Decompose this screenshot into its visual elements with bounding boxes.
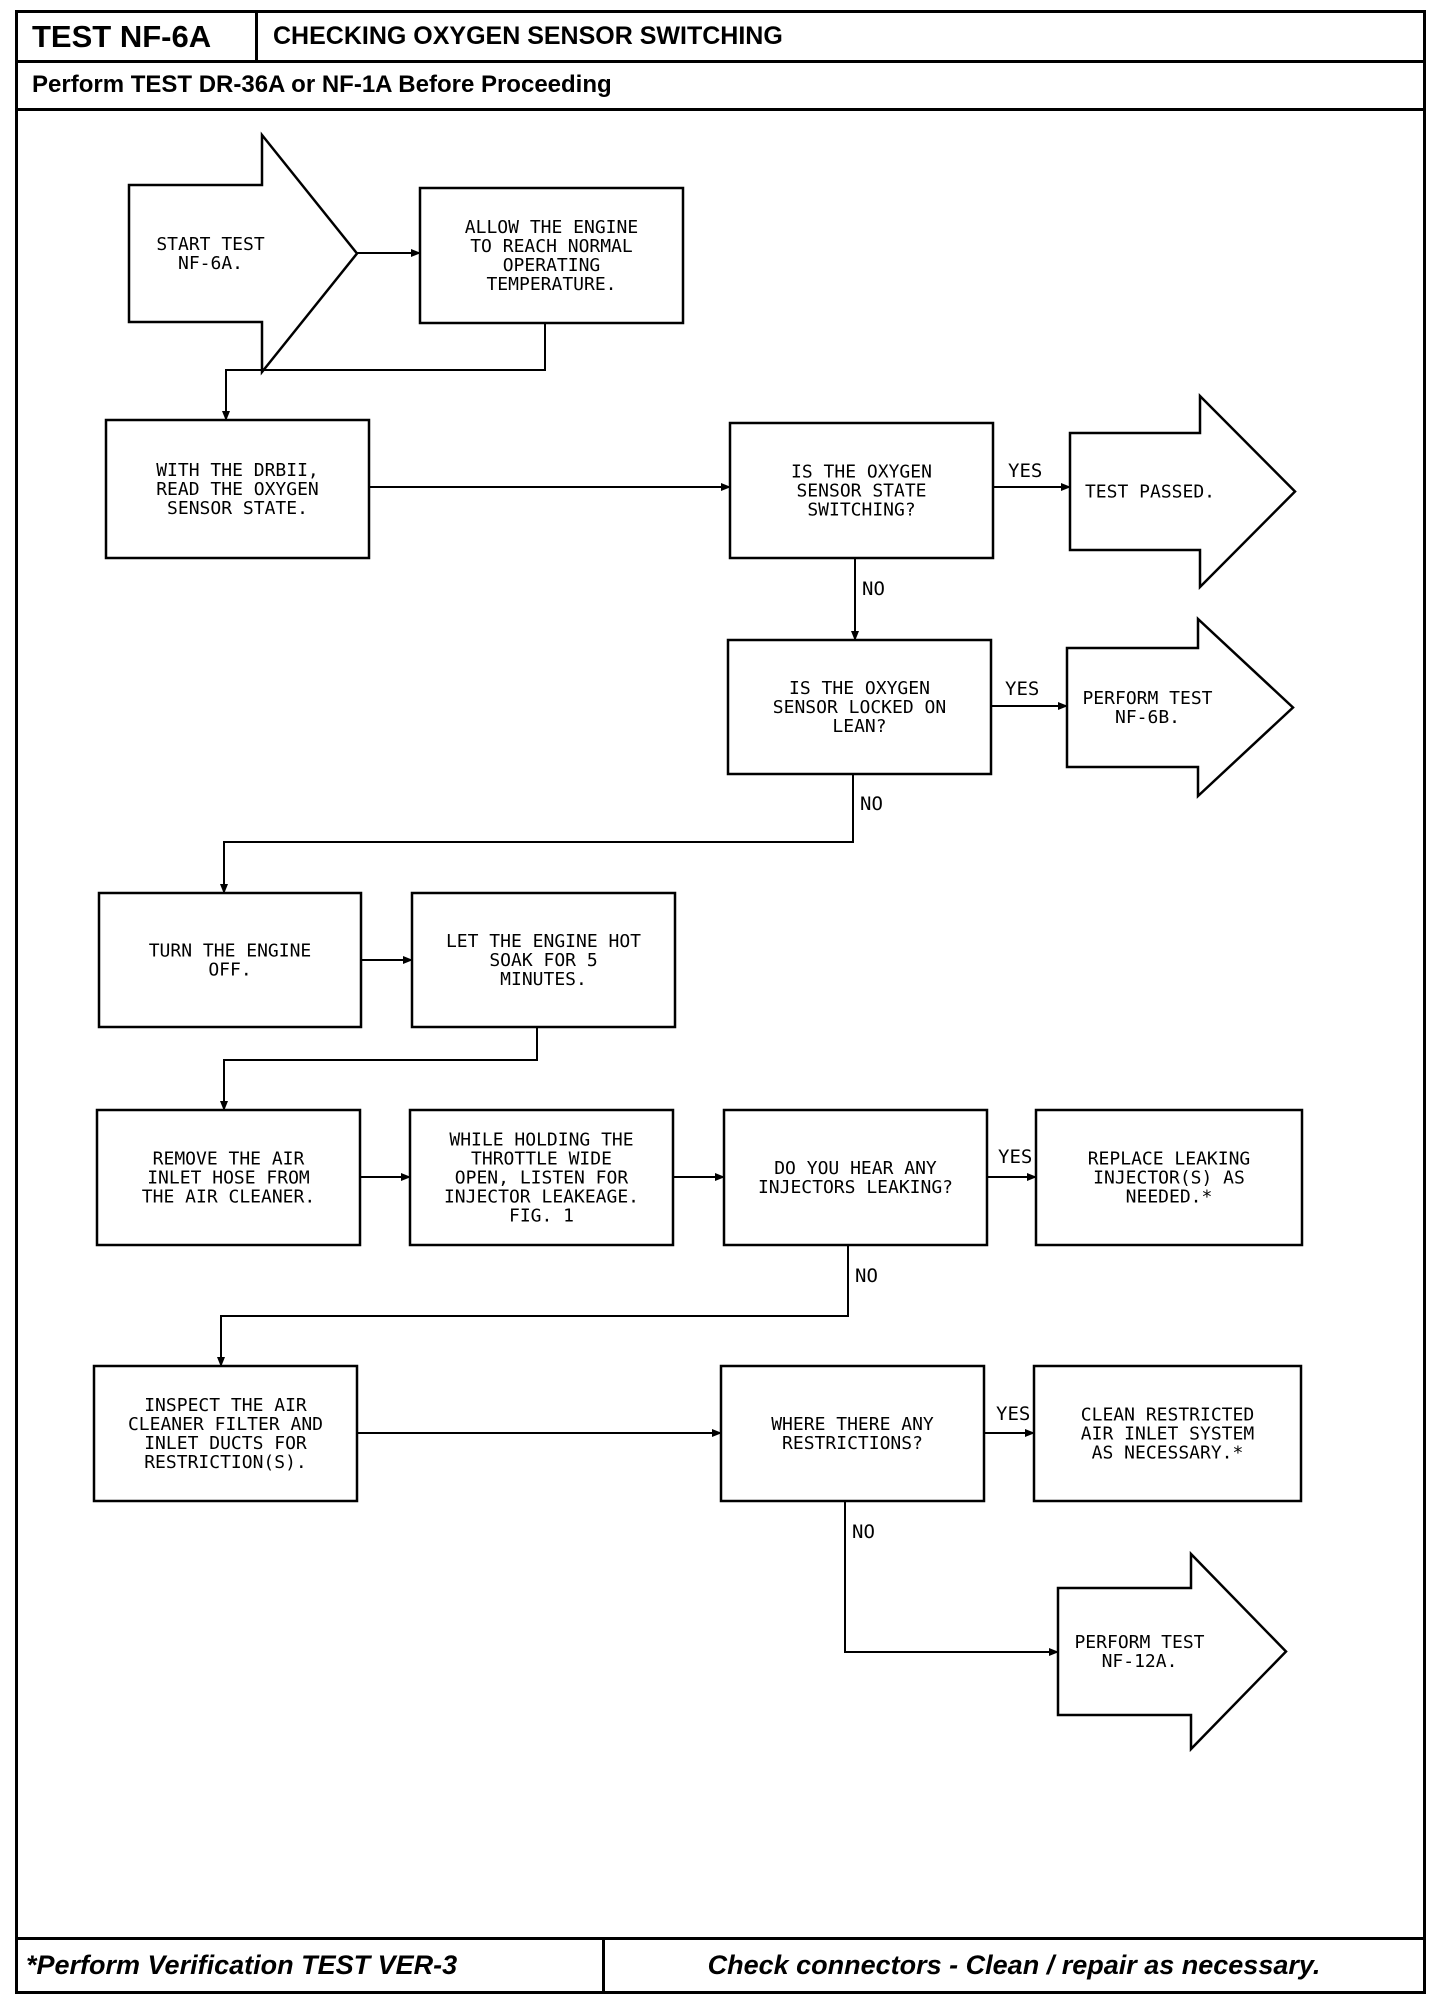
start-test-arrow xyxy=(127,131,359,376)
arrow-no-to-nf12a xyxy=(844,1501,1059,1656)
label-no-restrictions: NO xyxy=(852,1521,875,1543)
arrow-no-to-inspect xyxy=(217,1245,849,1367)
prerequisite-note: Perform TEST DR-36A or NF-1A Before Proc… xyxy=(18,63,1423,111)
footer-connector-note: Check connectors - Clean / repair as nec… xyxy=(707,1950,1321,1980)
test-passed-arrow-text: TEST PASSED. xyxy=(1085,482,1215,503)
header: TEST NF-6A CHECKING OXYGEN SENSOR SWITCH… xyxy=(18,13,1423,63)
label-no-switching: NO xyxy=(862,578,885,600)
footer: *Perform Verification TEST VER-3 Check c… xyxy=(18,1937,1423,1991)
read-sensor-box xyxy=(104,418,371,560)
test-title: CHECKING OXYGEN SENSOR SWITCHING xyxy=(273,22,783,50)
perform-nf12a-arrow xyxy=(1056,1550,1288,1753)
arrow-soak-to-remove xyxy=(220,1027,538,1111)
arrow-no-to-engine-off xyxy=(220,774,854,894)
label-no-lean: NO xyxy=(860,793,883,815)
label-yes-restrictions: YES xyxy=(996,1403,1030,1425)
label-no-leaking: NO xyxy=(855,1265,878,1287)
worksheet: TEST NF-6A CHECKING OXYGEN SENSOR SWITCH… xyxy=(15,10,1426,1994)
label-yes-leaking: YES xyxy=(998,1146,1032,1168)
perform-nf6b-arrow xyxy=(1065,616,1295,799)
footer-verification-note: *Perform Verification TEST VER-3 xyxy=(18,1940,605,1991)
test-passed-arrow xyxy=(1068,392,1297,591)
arrow-warmup-to-read xyxy=(222,323,546,421)
label-yes-lean: YES xyxy=(1005,678,1039,700)
label-yes-switching: YES xyxy=(1008,460,1042,482)
test-id: TEST NF-6A xyxy=(18,13,258,60)
